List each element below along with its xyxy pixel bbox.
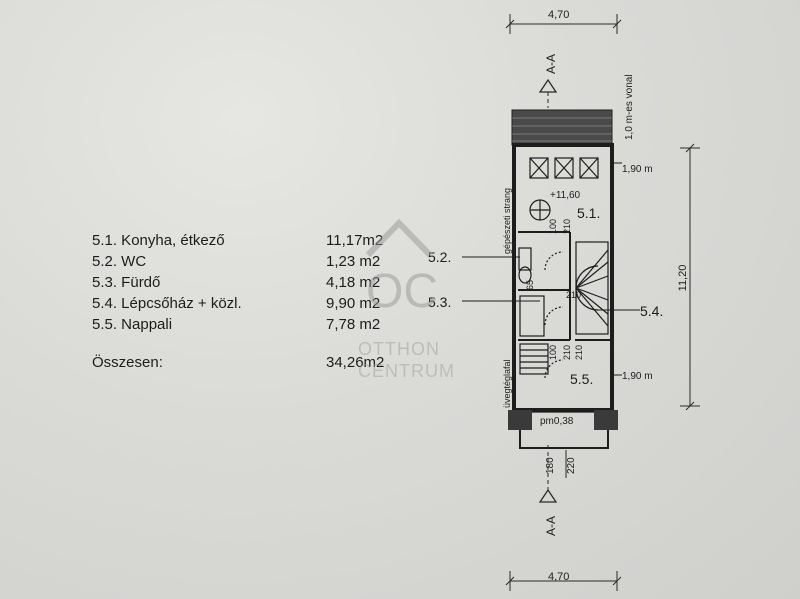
width-dimension-top: 4,70 — [548, 9, 569, 21]
door-height-6: 100 — [548, 345, 558, 360]
outer-walls — [512, 143, 614, 412]
watermark-line2: CENTRUM — [358, 361, 455, 381]
svg-text:OC: OC — [366, 265, 436, 315]
hob-burner-2 — [554, 157, 574, 179]
legend-row-wc: 5.2. WC 1,23 m2 — [92, 251, 412, 272]
room-area: 4,18 m2 — [326, 274, 381, 291]
room-label: 5.4. Lépcsőház + közl. — [92, 295, 242, 312]
toilet-icon — [518, 247, 532, 271]
room-label: 5.2. WC — [92, 253, 147, 270]
room-area: 11,17m2 — [326, 232, 384, 249]
bottom-dimension-1: 180 — [545, 457, 556, 474]
door-height-2: 210 — [562, 219, 572, 234]
total-label: Összesen: — [92, 354, 163, 371]
legend-total-row: Összesen: 34,26m2 — [92, 352, 412, 373]
utility-shaft-label: gépészeti strang — [502, 188, 512, 254]
bottom-wall-right-hatch — [594, 410, 618, 430]
room-label-5-3: 5.3. — [428, 294, 451, 310]
bottom-balcony-outline — [519, 430, 609, 449]
bottom-wall-left-hatch — [508, 410, 532, 430]
room-label: 5.3. Fürdő — [92, 274, 161, 291]
door-height-5: 210 — [562, 345, 572, 360]
section-label-bottom: A-A — [544, 516, 558, 536]
legend-row-stairwell: 5.4. Lépcsőház + közl. 9,90 m2 — [92, 293, 412, 314]
watermark-line1: OTTHON — [358, 339, 440, 359]
room-area: 1,23 m2 — [326, 253, 381, 270]
one-meter-line-label: 1,0 m-es vonal — [624, 74, 635, 140]
room-label-5-4: 5.4. — [640, 303, 663, 319]
bathtub — [519, 295, 545, 337]
top-balcony-hatch — [511, 109, 613, 146]
section-label-top: A-A — [544, 54, 558, 74]
bottom-dimension-2: 220 — [566, 457, 577, 474]
legend-row-living-room: 5.5. Nappali 7,78 m2 — [92, 314, 412, 335]
room-area-legend: 5.1. Konyha, étkező 11,17m2 5.2. WC 1,23… — [92, 230, 412, 373]
room-area: 7,78 m2 — [326, 316, 381, 333]
room-area: 9,90 m2 — [326, 295, 381, 312]
height-dimension: 11,20 — [677, 265, 689, 292]
total-area: 34,26m2 — [326, 354, 385, 371]
hob-burner-3 — [579, 157, 599, 179]
level-bottom: pm0,38 — [540, 416, 574, 427]
room-label-5-2: 5.2. — [428, 249, 451, 265]
door-height-4: 210 — [566, 290, 581, 300]
glass-block-wall-label: üvegtéglafal — [502, 359, 512, 408]
watermark-logo-icon: OC — [365, 218, 436, 315]
dimension-top-right: 1,90 m — [622, 164, 653, 175]
room-label-5-1: 5.1. — [577, 205, 600, 221]
legend-row-bathroom: 5.3. Fürdő 4,18 m2 — [92, 272, 412, 293]
door-height-7: 210 — [574, 345, 584, 360]
room-label: 5.5. Nappali — [92, 316, 173, 333]
dimension-bottom-right: 1,90 m — [622, 371, 653, 382]
level-top: +11,60 — [550, 190, 581, 201]
legend-row-kitchen: 5.1. Konyha, étkező 11,17m2 — [92, 230, 412, 251]
door-height-1: 100 — [548, 219, 558, 234]
room-label-5-5: 5.5. — [570, 371, 593, 387]
door-height-3: 65 — [525, 280, 535, 290]
width-dimension-bottom: 4,70 — [548, 571, 569, 583]
hob-burner-1 — [529, 157, 549, 179]
room-label: 5.1. Konyha, étkező — [92, 232, 225, 249]
section-arrow-bottom-icon — [538, 488, 558, 503]
section-arrow-top-icon — [538, 78, 558, 93]
lower-stair — [519, 343, 549, 375]
